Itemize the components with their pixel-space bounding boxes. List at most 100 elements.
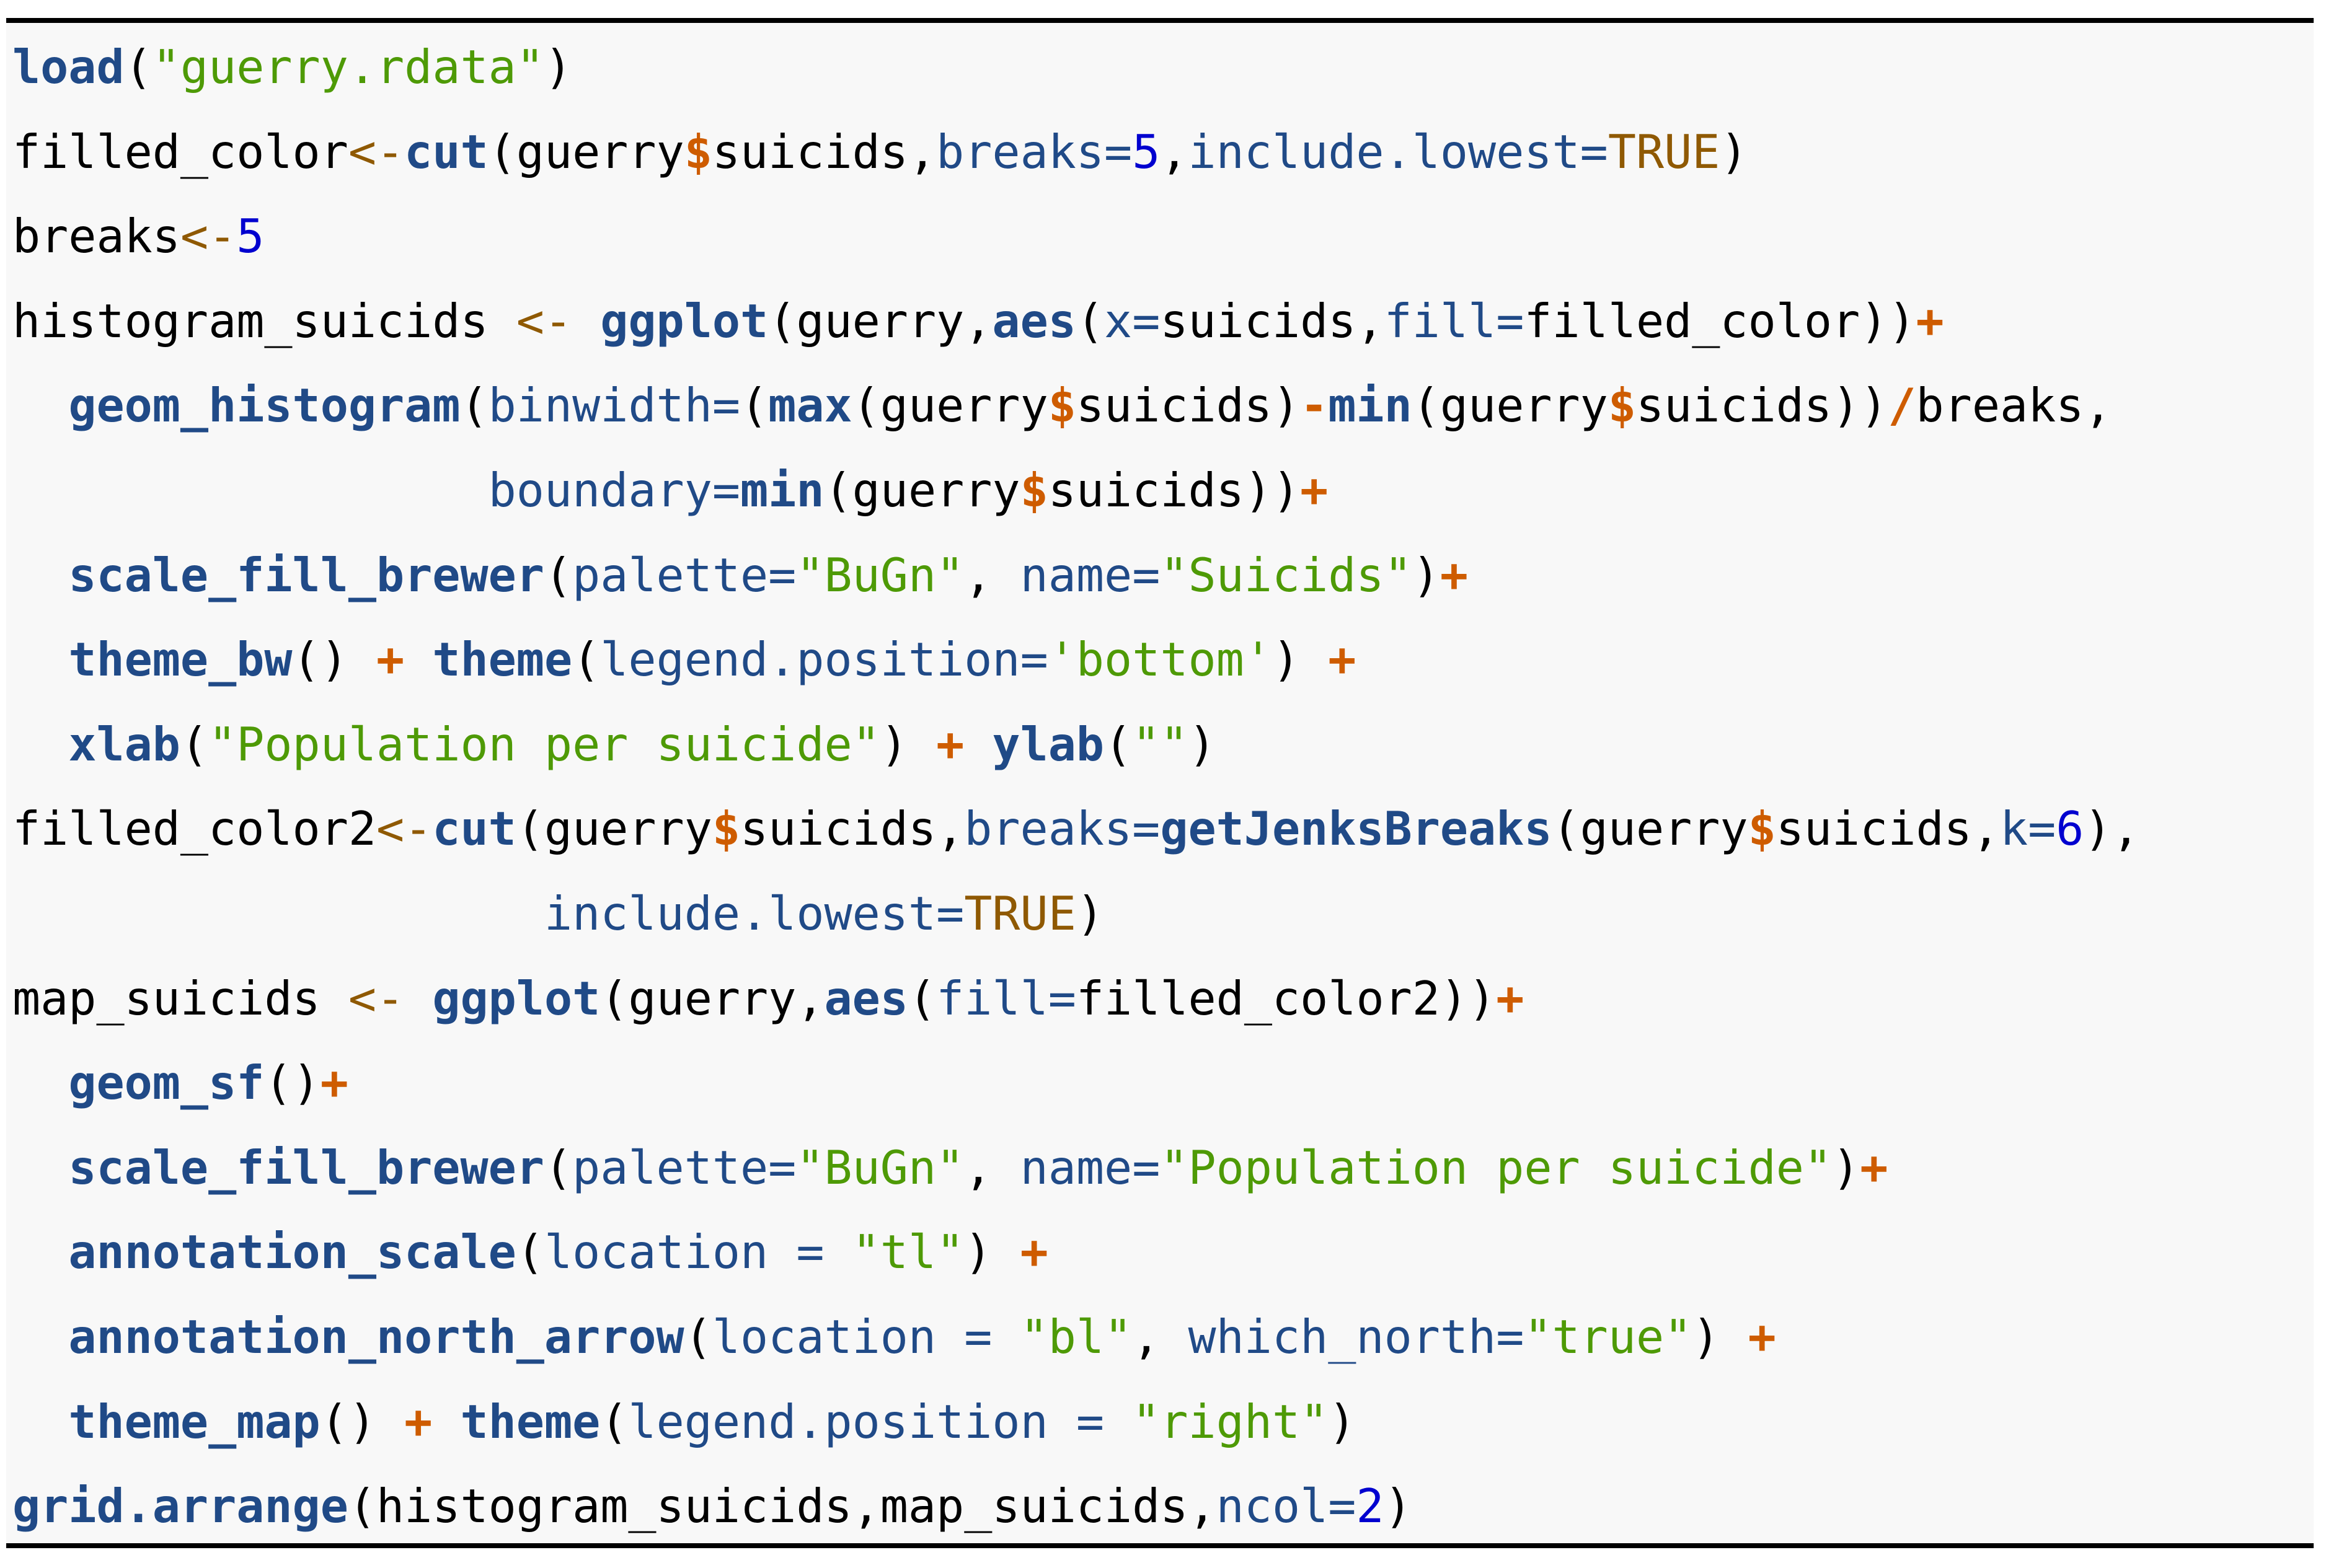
function-token: geom_sf bbox=[68, 1055, 265, 1111]
function-token: cut bbox=[404, 124, 489, 179]
argument-token: breaks= bbox=[936, 124, 1133, 179]
code-text: (guerry bbox=[1412, 378, 1608, 433]
operator-token: $ bbox=[1608, 378, 1636, 433]
code-text: () bbox=[264, 1055, 321, 1111]
code-text: suicids, bbox=[740, 801, 965, 857]
operator-token: $ bbox=[712, 801, 741, 857]
r-code-listing: load("guerry.rdata")filled_color<-cut(gu… bbox=[12, 25, 2140, 1549]
code-text: ) bbox=[964, 1225, 1020, 1280]
code-text: ( bbox=[1104, 716, 1133, 772]
code-text: (histogram_suicids,map_suicids, bbox=[348, 1479, 1216, 1534]
code-text: ) bbox=[1076, 886, 1105, 941]
argument-token: boundary= bbox=[488, 462, 741, 518]
argument-token: binwidth= bbox=[488, 378, 741, 433]
code-line: theme_bw() + theme(legend.position='bott… bbox=[12, 617, 2140, 702]
operator-token: / bbox=[1888, 378, 1916, 433]
code-text bbox=[12, 1394, 68, 1449]
argument-token: k= bbox=[1999, 801, 2056, 857]
argument-token: name= bbox=[1020, 1140, 1161, 1195]
operator-token: + bbox=[1328, 632, 1356, 687]
code-text: ( bbox=[1076, 293, 1105, 348]
code-text: ( bbox=[572, 632, 601, 687]
code-text: suicids)) bbox=[1048, 462, 1301, 518]
function-token: theme bbox=[460, 1394, 601, 1449]
code-text: breaks bbox=[12, 209, 180, 264]
operator-token: + bbox=[1748, 1309, 1776, 1364]
code-line: load("guerry.rdata") bbox=[12, 25, 2140, 110]
code-text: suicids, bbox=[1776, 801, 2000, 857]
operator-token: + bbox=[936, 716, 965, 772]
function-token: ggplot bbox=[432, 971, 601, 1026]
operator-token: $ bbox=[1748, 801, 1776, 857]
code-text bbox=[572, 294, 600, 348]
string-token: "Population per suicide" bbox=[1160, 1140, 1833, 1195]
function-token: scale_fill_brewer bbox=[68, 1140, 544, 1195]
argument-token: palette= bbox=[572, 547, 797, 602]
code-text: ) bbox=[544, 40, 573, 94]
function-token: load bbox=[12, 40, 125, 94]
code-text: ( bbox=[460, 378, 489, 433]
code-text bbox=[12, 1140, 68, 1195]
string-token: "Population per suicide" bbox=[208, 716, 880, 772]
number-token: 5 bbox=[236, 209, 265, 264]
number-token: 5 bbox=[1132, 124, 1161, 179]
string-token: "BuGn" bbox=[796, 547, 965, 602]
code-text: ( bbox=[124, 40, 153, 94]
code-text: ) bbox=[1412, 547, 1440, 602]
code-text: (guerry bbox=[516, 801, 712, 857]
code-text: suicids)) bbox=[1635, 378, 1888, 433]
code-text bbox=[432, 1394, 460, 1449]
operator-token: $ bbox=[1048, 378, 1076, 433]
function-token: min bbox=[740, 462, 825, 518]
code-text bbox=[12, 717, 68, 772]
code-text: ( bbox=[544, 547, 573, 602]
argument-token: palette= bbox=[572, 1140, 797, 1195]
code-text: suicids) bbox=[1076, 378, 1301, 433]
argument-token: location = bbox=[712, 1309, 1020, 1364]
code-line: map_suicids <- ggplot(guerry,aes(fill=fi… bbox=[12, 956, 2140, 1041]
function-token: geom_histogram bbox=[68, 378, 461, 433]
code-text: filled_color2)) bbox=[1076, 971, 1497, 1026]
code-line: histogram_suicids <- ggplot(guerry,aes(x… bbox=[12, 279, 2140, 364]
assign-token: <- bbox=[516, 293, 573, 348]
code-text: ) bbox=[1720, 124, 1748, 179]
code-text: , bbox=[1160, 124, 1188, 179]
code-text bbox=[12, 1310, 68, 1364]
code-line: include.lowest=TRUE) bbox=[12, 871, 2140, 956]
code-line: filled_color2<-cut(guerry$suicids,breaks… bbox=[12, 786, 2140, 871]
code-block bbox=[6, 18, 2314, 1548]
code-text: suicids, bbox=[1160, 293, 1384, 348]
function-token: getJenksBreaks bbox=[1160, 801, 1552, 857]
code-text: (guerry, bbox=[600, 971, 825, 1026]
code-text: filled_color)) bbox=[1524, 293, 1916, 348]
operator-token: + bbox=[404, 1394, 433, 1449]
code-text: , bbox=[964, 1140, 1020, 1195]
operator-token: + bbox=[1496, 971, 1524, 1026]
operator-token: + bbox=[1860, 1140, 1888, 1195]
string-token: "bl" bbox=[1020, 1309, 1133, 1364]
operator-token: + bbox=[1440, 547, 1469, 602]
argument-token: name= bbox=[1020, 547, 1161, 602]
string-token: "" bbox=[1132, 716, 1188, 772]
code-text: ( bbox=[684, 1309, 712, 1364]
code-text: (guerry bbox=[488, 124, 684, 179]
code-text: ( bbox=[180, 716, 209, 772]
string-token: "guerry.rdata" bbox=[152, 40, 544, 94]
code-text: filled_color bbox=[12, 124, 348, 179]
function-token: theme_bw bbox=[68, 632, 293, 687]
string-token: "true" bbox=[1524, 1309, 1692, 1364]
code-text bbox=[12, 632, 68, 687]
argument-token: fill= bbox=[936, 971, 1076, 1026]
operator-token: + bbox=[376, 632, 405, 687]
function-token: annotation_scale bbox=[68, 1225, 516, 1280]
code-text bbox=[12, 463, 489, 518]
argument-token: breaks= bbox=[964, 801, 1161, 857]
function-token: scale_fill_brewer bbox=[68, 547, 544, 602]
code-line: scale_fill_brewer(palette="BuGn", name="… bbox=[12, 1125, 2140, 1210]
argument-token: include.lowest= bbox=[544, 886, 965, 941]
string-token: 'bottom' bbox=[1048, 632, 1272, 687]
code-text: ( bbox=[516, 1225, 544, 1280]
assign-token: <- bbox=[348, 971, 405, 1026]
operator-token: $ bbox=[1020, 462, 1048, 518]
bottom-rule bbox=[6, 1543, 2314, 1548]
